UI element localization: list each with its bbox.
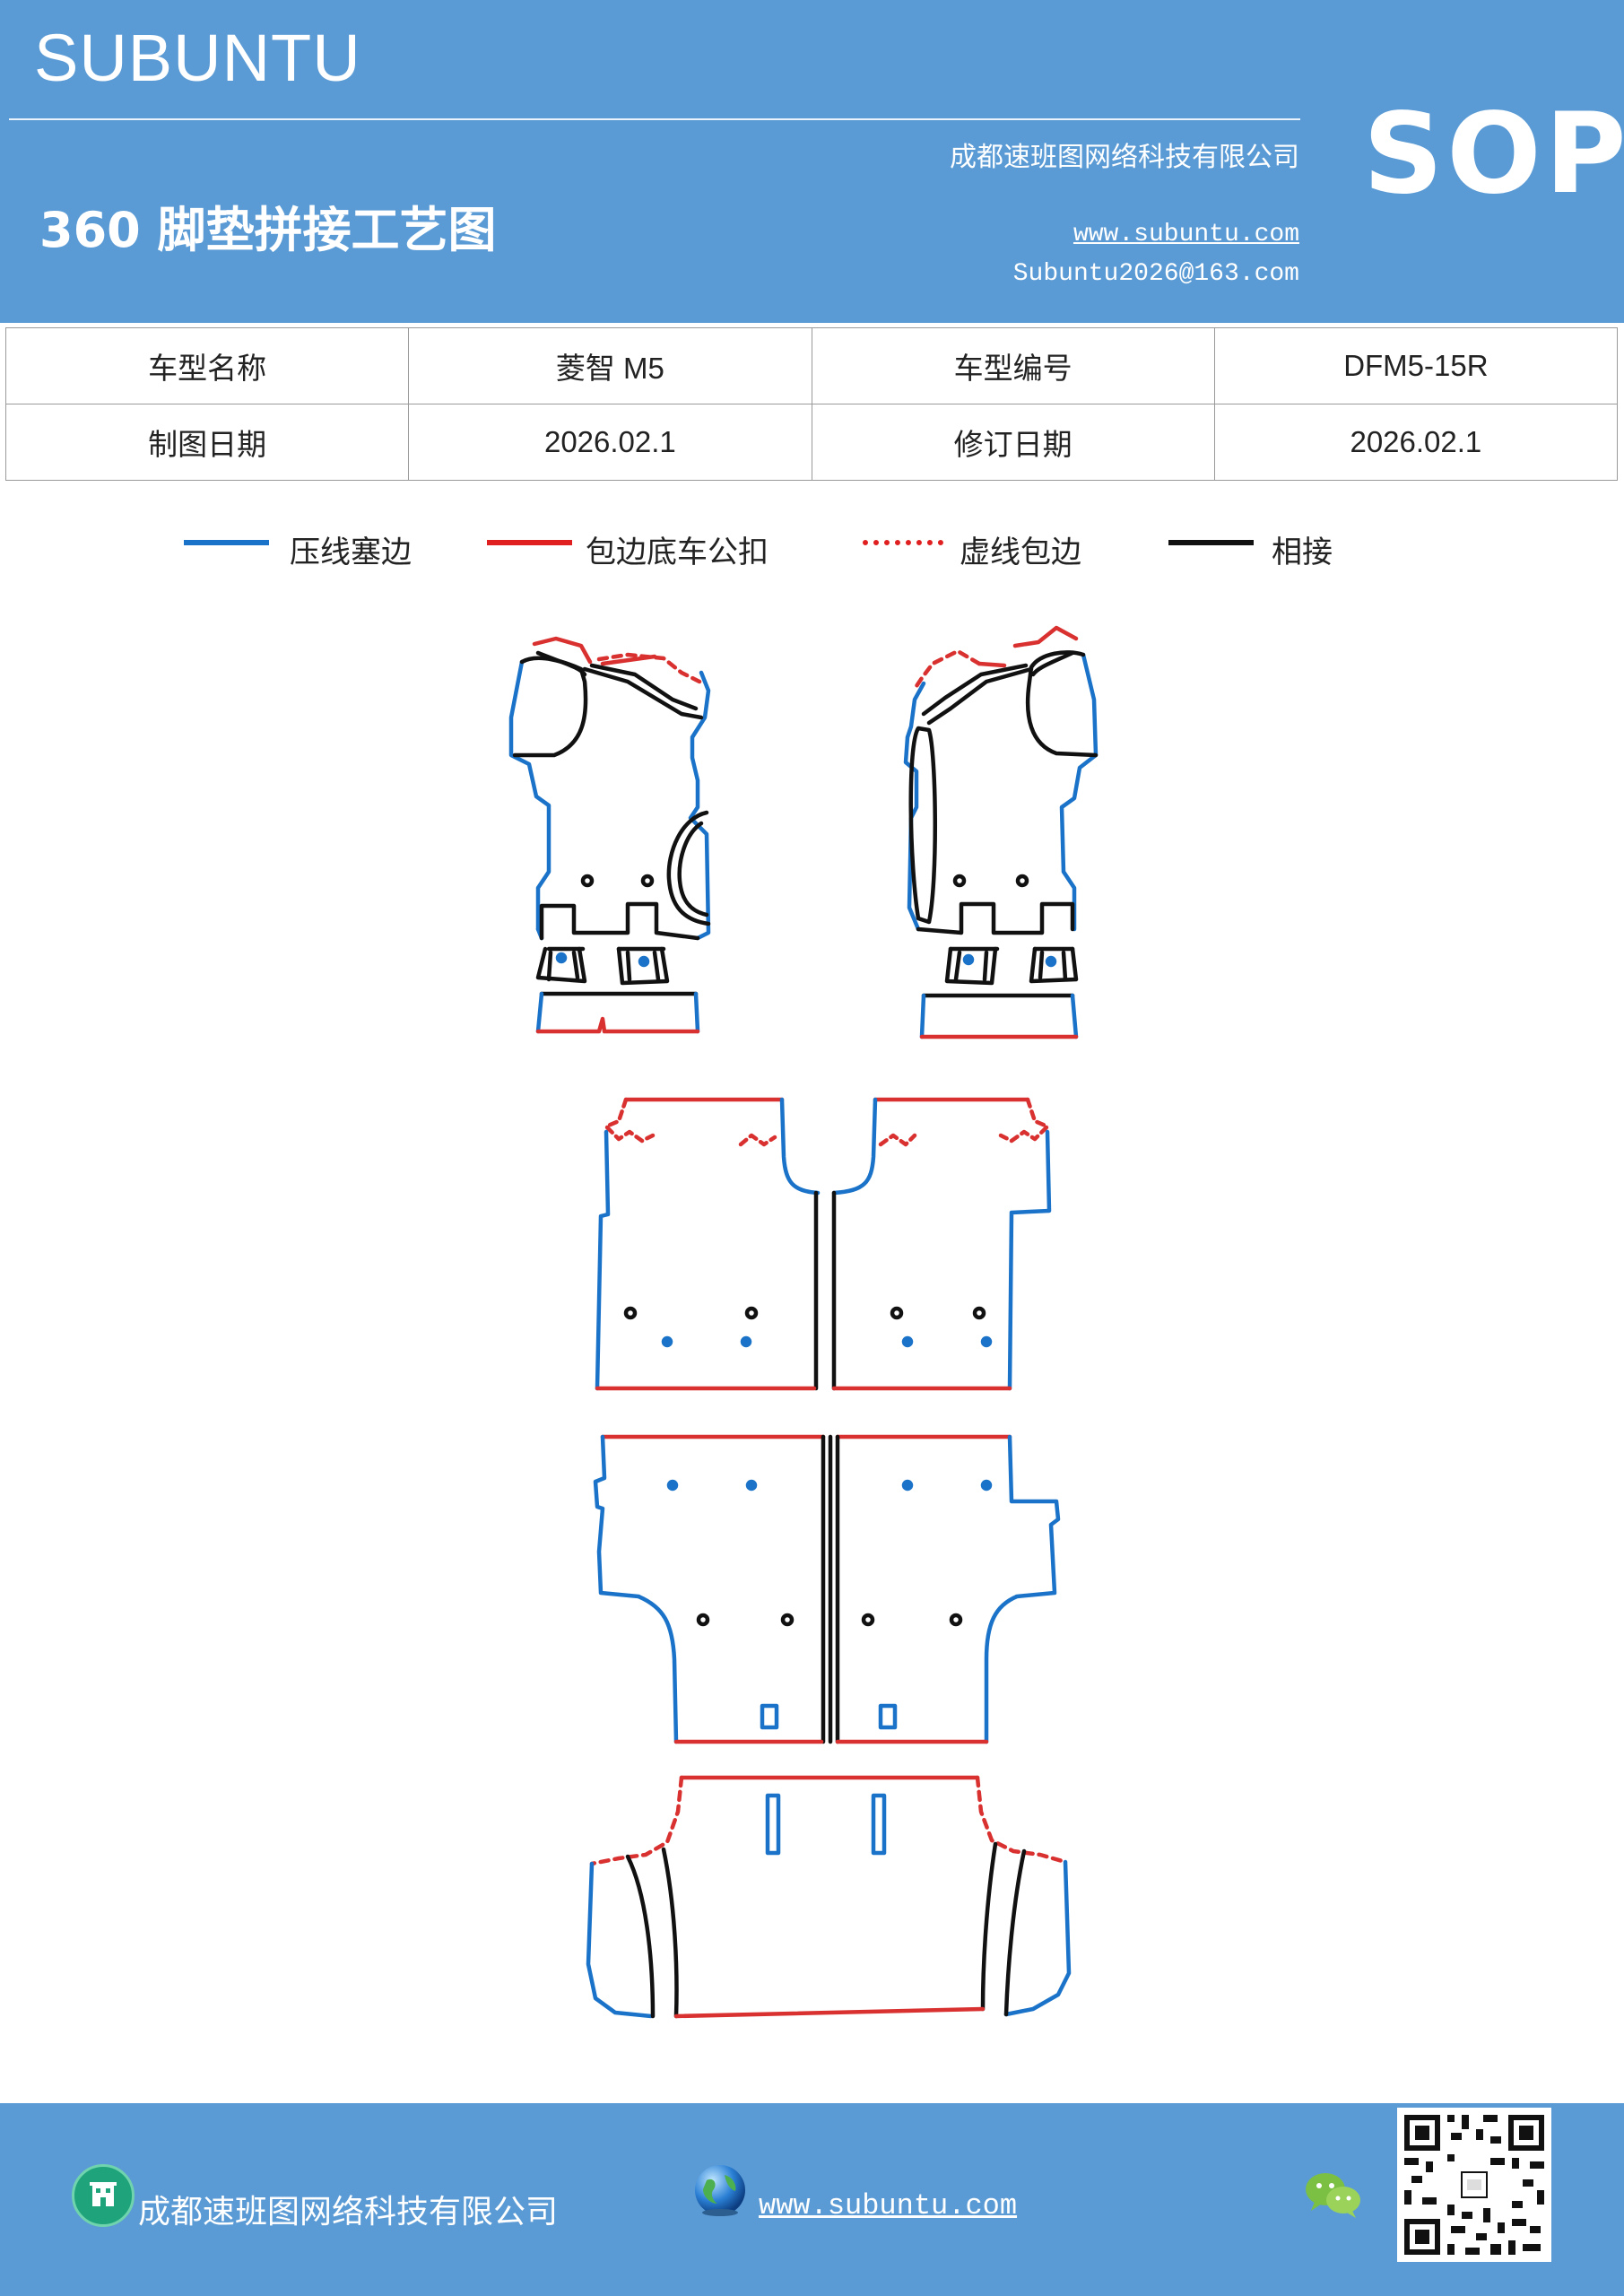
globe-icon [690,2161,750,2220]
mat-third-row-left [593,1434,833,1744]
building-icon [72,2164,135,2227]
legend-swatch-red-dotted [863,540,943,545]
legend-label: 压线塞边 [290,535,412,570]
header-company-name: 成都速班图网络科技有限公司 [950,142,1299,173]
wechat-icon[interactable] [1302,2168,1365,2222]
revise-date-label: 修订日期 [811,404,1215,481]
model-code-label: 车型编号 [811,327,1215,404]
draw-date-value: 2026.02.1 [408,404,812,481]
document-title: 360 脚垫拼接工艺图 [39,202,497,258]
draw-date-label: 制图日期 [4,404,410,481]
model-name-label: 车型名称 [4,327,410,404]
header-banner: SUBUNTU 360 脚垫拼接工艺图 成都速班图网络科技有限公司 www.su… [0,0,1624,323]
mat-front-right [903,625,1099,1039]
qr-code [1397,2108,1551,2262]
mat-rear-trunk [586,1775,1072,2019]
legend-swatch-black [1168,540,1254,545]
footer-banner: 成都速班图网络科技有限公司 www.subuntu.com [0,2103,1624,2296]
header-divider [9,118,1300,120]
sop-badge: SOP [1363,90,1624,219]
legend-label: 相接 [1272,535,1333,570]
legend-label: 虚线包边 [960,535,1081,570]
mat-second-row-left [595,1097,821,1391]
table-row: 车型名称 菱智 M5 车型编号 DFM5-15R [4,327,1619,404]
mat-second-row-right [831,1097,1052,1391]
revise-date-value: 2026.02.1 [1213,404,1619,481]
footer-company-name: 成都速班图网络科技有限公司 [138,2194,559,2231]
brand-name: SUBUNTU [34,21,361,95]
model-code-value: DFM5-15R [1213,327,1619,404]
legend-swatch-red [487,540,572,545]
header-website-link[interactable]: www.subuntu.com [1073,221,1299,248]
mat-front-left [508,636,711,1034]
mat-third-row-right [835,1434,1061,1744]
legend-swatch-blue [184,540,269,545]
legend-label: 包边底车公扣 [586,535,769,570]
vehicle-info-table: 车型名称 菱智 M5 车型编号 DFM5-15R 制图日期 2026.02.1 … [4,327,1619,481]
header-email[interactable]: Subuntu2026@163.com [1012,260,1299,288]
table-row: 制图日期 2026.02.1 修订日期 2026.02.1 [4,404,1619,481]
model-name-value: 菱智 M5 [408,327,812,404]
line-legend: 压线塞边 包边底车公扣 虚线包边 相接 [0,520,1624,574]
footer-website-link[interactable]: www.subuntu.com [759,2189,1018,2222]
floor-mat-diagram [508,625,1099,2019]
